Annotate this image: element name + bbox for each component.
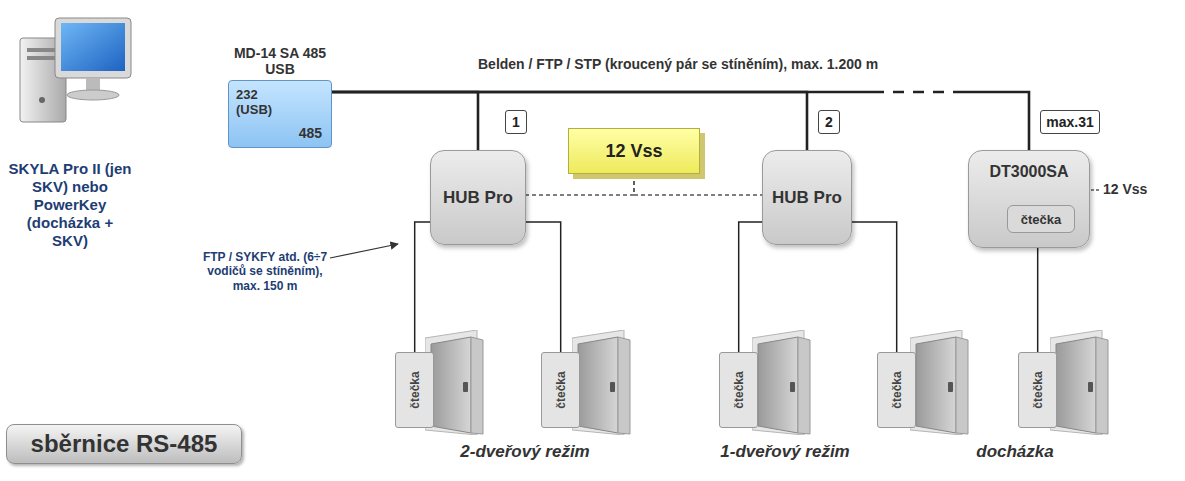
leader-line — [330, 244, 398, 258]
node-text: čtečka — [408, 371, 422, 408]
node-text: čtečka — [1021, 212, 1061, 227]
reader-cable — [852, 222, 897, 352]
callout-number: 1 — [505, 110, 527, 134]
node-text: 485 — [299, 125, 322, 141]
device-name: MD-14 SA 485 USB — [232, 45, 328, 77]
node-text: 232 (USB) — [236, 87, 284, 117]
reader-cable — [739, 222, 762, 352]
converter-box: MD-14 SA 485 USB232 (USB)485 — [228, 80, 332, 148]
node-text: DT3000SA — [989, 163, 1068, 181]
power-wire — [1091, 189, 1099, 191]
reader-box: čtečka — [395, 352, 434, 428]
reader-box: čtečka — [1007, 205, 1075, 233]
node-text: 2 — [825, 114, 833, 130]
node-text: čtečka — [890, 371, 904, 408]
node-text: HUB Pro — [443, 188, 513, 208]
hub-box: HUB Pro — [762, 150, 852, 245]
cable-note: Belden / FTP / STP (kroucený pár se stín… — [478, 56, 878, 72]
power-supply-box: 12 Vss — [568, 128, 700, 174]
power-wire — [634, 174, 762, 195]
software-note: SKYLA Pro II (jen SKV) nebo PowerKey (do… — [8, 160, 132, 250]
terminal-box: DT3000SA čtečka — [968, 150, 1090, 248]
callout-number: 2 — [818, 110, 840, 134]
reader-box: čtečka — [541, 352, 580, 428]
reader-cable — [526, 222, 561, 352]
node-text: HUB Pro — [772, 188, 842, 208]
reader-cable — [1037, 248, 1039, 352]
hub-box: HUB Pro — [430, 150, 526, 245]
mode-label: docházka — [950, 442, 1080, 462]
door-illustration — [425, 330, 1108, 435]
node-text: čtečka — [554, 371, 568, 408]
reader-box: čtečka — [877, 352, 916, 428]
voltage-label: 12 Vss — [1103, 181, 1147, 197]
reader-cable — [415, 222, 430, 352]
callout-number: max.31 — [1040, 110, 1100, 134]
power-wire — [526, 174, 634, 195]
computer-icon — [20, 18, 131, 122]
node-text: 12 Vss — [605, 141, 662, 162]
node-text: 1 — [512, 114, 520, 130]
reader-box: čtečka — [719, 352, 758, 428]
node-text: sběrnice RS-485 — [31, 430, 218, 458]
node-text: max.31 — [1046, 114, 1093, 130]
node-text: čtečka — [732, 371, 746, 408]
node-text: čtečka — [1031, 371, 1045, 408]
bus-line — [332, 92, 478, 150]
mode-label: 1-dveřový režim — [700, 442, 870, 462]
bus-title-box: sběrnice RS-485 — [6, 424, 242, 464]
reader-box: čtečka — [1018, 352, 1057, 428]
cable-note: FTP / SYKFY atd. (6÷7 vodičů se stíněním… — [196, 250, 334, 293]
mode-label: 2-dveřový režim — [440, 442, 610, 462]
